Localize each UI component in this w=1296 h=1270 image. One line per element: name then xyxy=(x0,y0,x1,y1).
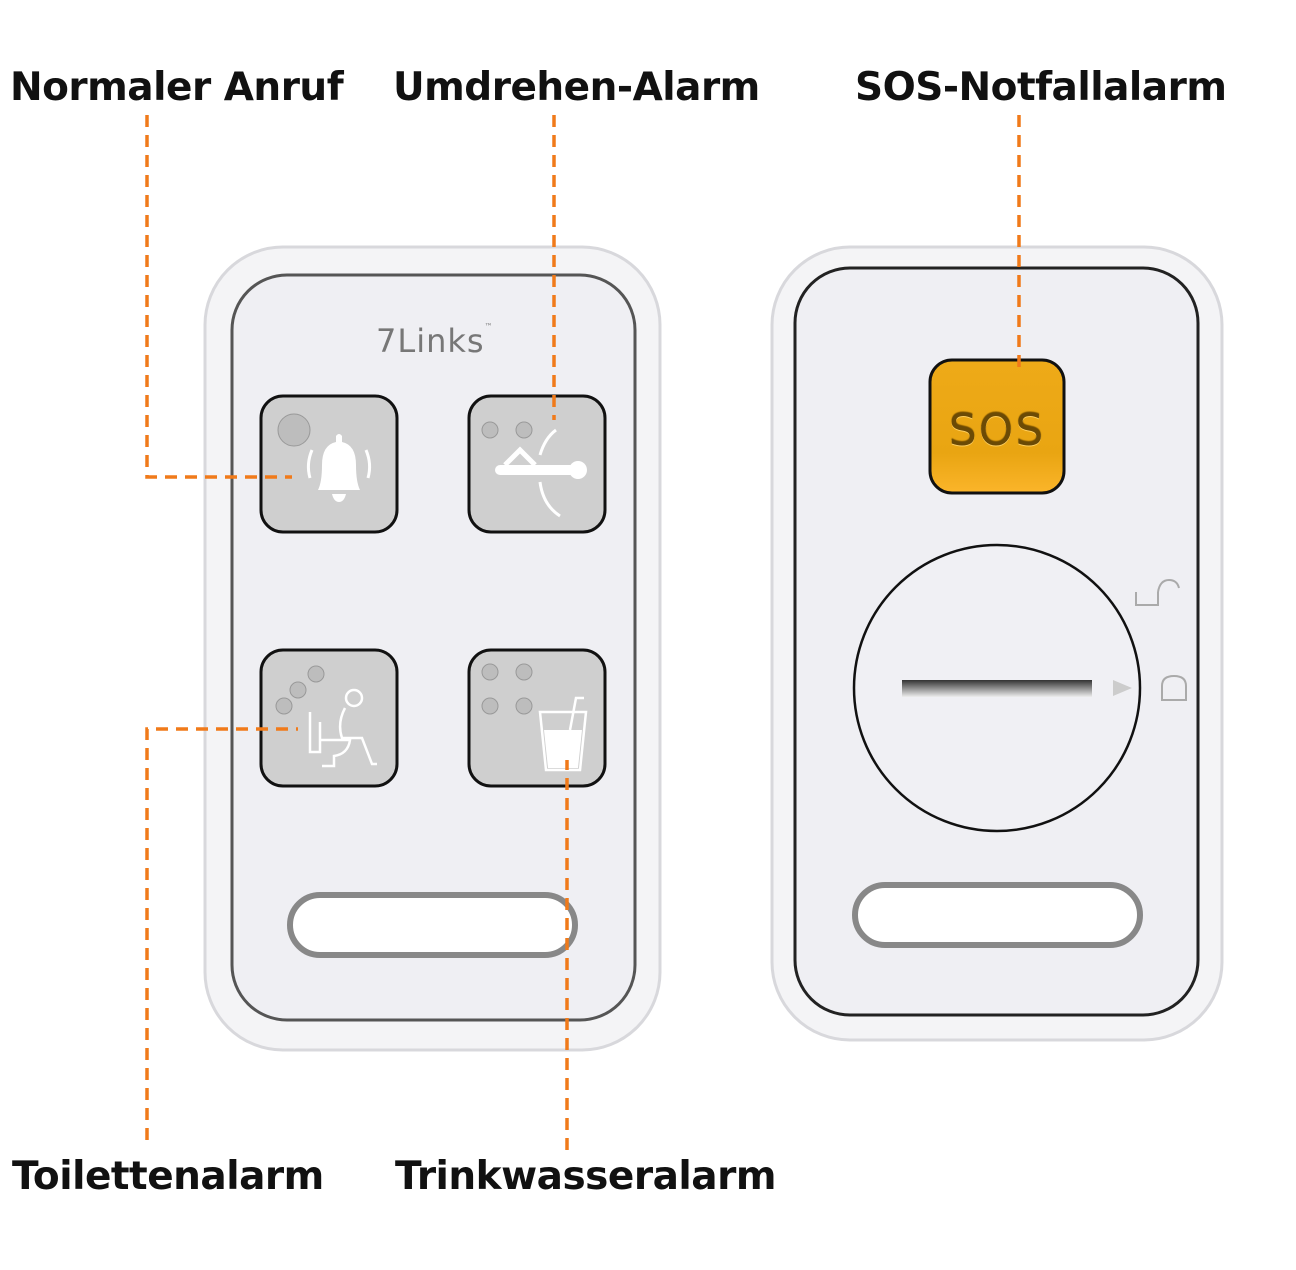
toilet-alarm-button[interactable] xyxy=(259,648,399,788)
label-toilet-alarm: Toilettenalarm xyxy=(12,1154,324,1199)
unlock-icon xyxy=(1135,578,1180,606)
brand-logo: 7Links™ xyxy=(376,322,494,360)
lanyard-slot-back xyxy=(852,882,1143,948)
callout-normal-call xyxy=(145,115,292,479)
bell-icon xyxy=(306,434,372,502)
drinking-glass-icon xyxy=(538,696,588,772)
sos-button-label: SOS xyxy=(948,405,1046,456)
toilet-person-icon xyxy=(308,688,377,768)
lock-icon xyxy=(1161,674,1187,701)
label-normal-call: Normaler Anruf xyxy=(10,65,344,110)
callout-toilet xyxy=(145,727,298,1140)
coin-slot xyxy=(902,680,1092,697)
lanyard-slot xyxy=(287,892,578,958)
label-sos-alarm: SOS-Notfallalarm xyxy=(855,65,1227,110)
arrow-indicator-icon xyxy=(1113,680,1132,696)
back-remote xyxy=(770,245,1224,1042)
water-alarm-button[interactable] xyxy=(467,648,607,788)
front-remote xyxy=(203,245,662,1052)
normal-call-button[interactable] xyxy=(259,394,399,534)
label-water-alarm: Trinkwasseralarm xyxy=(395,1154,776,1199)
turn-alarm-button[interactable] xyxy=(467,394,607,534)
sos-button[interactable] xyxy=(928,358,1066,495)
label-turn-alarm: Umdrehen-Alarm xyxy=(393,65,760,110)
person-turning-icon xyxy=(495,428,587,518)
callout-lines xyxy=(145,115,1021,1150)
